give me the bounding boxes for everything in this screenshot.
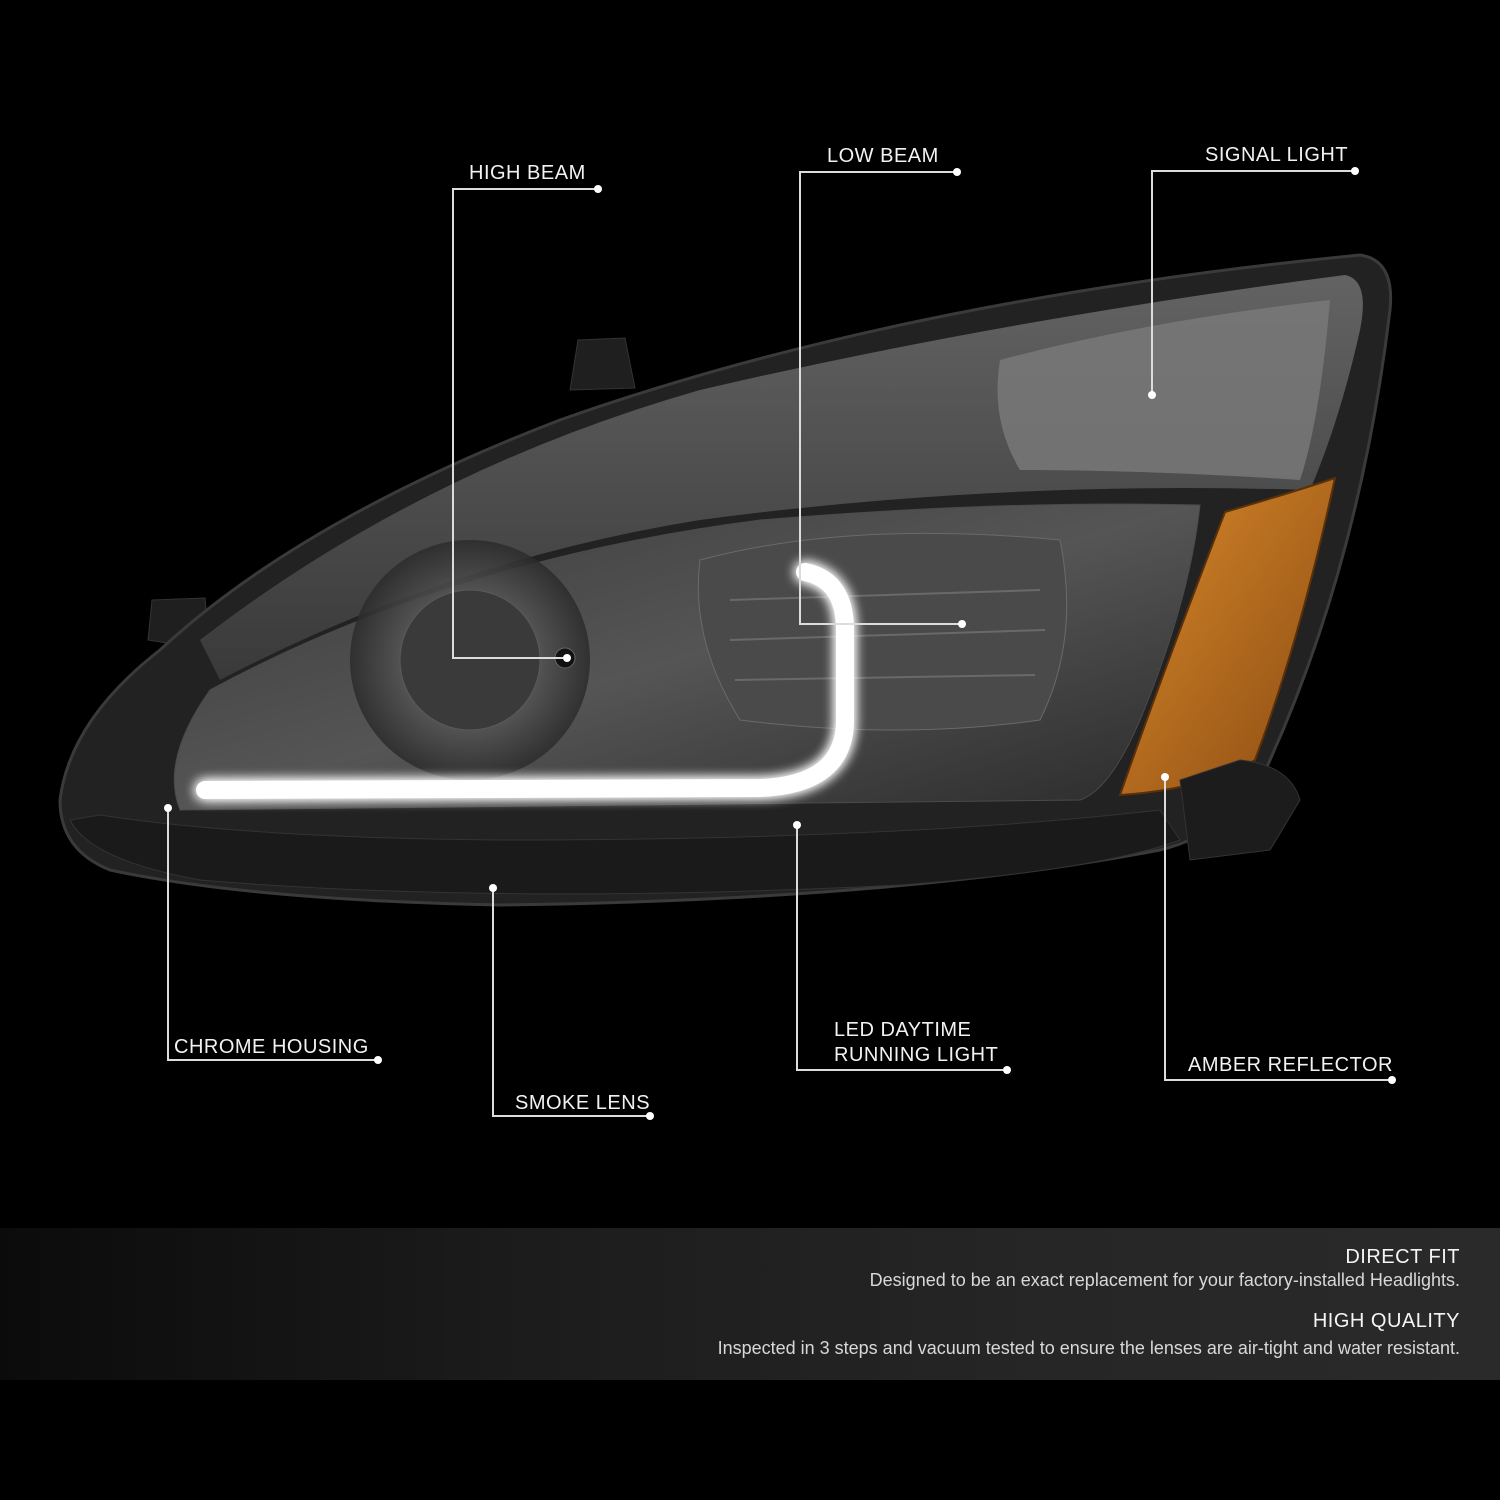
leader-smoke-lens [492,888,650,1117]
feature-desc-high-quality: Inspected in 3 steps and vacuum tested t… [717,1338,1460,1358]
leader-low-beam [799,171,962,625]
label-signal-light: SIGNAL LIGHT [1205,144,1349,166]
leader-amber-reflector [1164,777,1392,1081]
callout-dots [164,167,1396,1120]
low-beam-reflector [697,532,1068,731]
feature-desc-direct-fit: Designed to be an exact replacement for … [869,1270,1460,1290]
callout-leaders [167,170,1392,1117]
mounting-tab [569,337,636,391]
smoke-lens-band [69,809,1181,895]
leader-high-beam [452,188,598,659]
led-drl-bar [196,563,854,799]
label-amber-reflector: AMBER REFLECTOR [1188,1054,1393,1076]
amber-reflector-shape [1118,476,1337,797]
leader-signal-light [1151,170,1355,395]
feature-band: DIRECT FIT Designed to be an exact repla… [0,1228,1500,1380]
leader-chrome-housing [167,808,378,1061]
signal-light-reflector [997,300,1330,480]
label-led-drl-line2: RUNNING LIGHT [834,1044,999,1066]
label-low-beam: LOW BEAM [827,145,939,167]
feature-title-direct-fit: DIRECT FIT [1345,1246,1460,1268]
label-chrome-housing: CHROME HOUSING [174,1036,369,1058]
label-led-drl-line1: LED DAYTIME [834,1019,972,1041]
feature-title-high-quality: HIGH QUALITY [1312,1310,1460,1332]
label-smoke-lens: SMOKE LENS [515,1092,651,1114]
leader-led-drl [796,825,1007,1071]
label-high-beam: HIGH BEAM [469,162,586,184]
